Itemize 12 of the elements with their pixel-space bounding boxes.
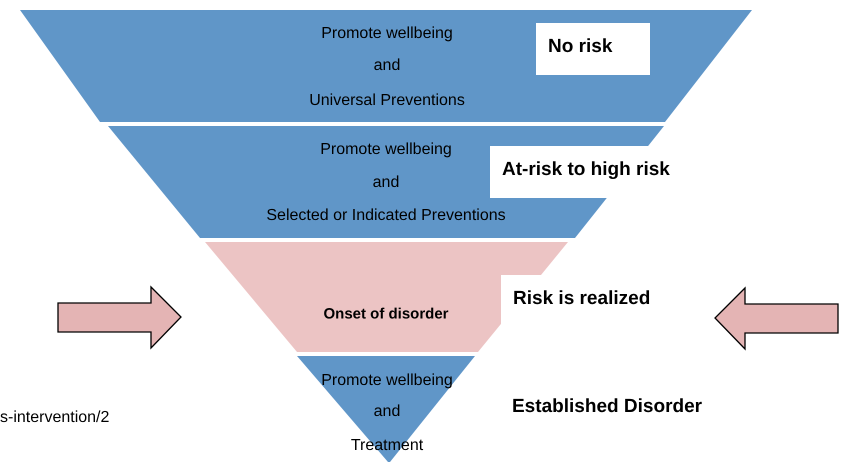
band-text: and	[374, 403, 400, 421]
band-text: Universal Preventions	[309, 92, 465, 110]
band-text: Promote wellbeing	[320, 141, 452, 159]
source-text: s-intervention/2	[0, 409, 110, 427]
stage-label: Established Disorder	[512, 396, 702, 418]
band-text: and	[372, 174, 400, 192]
band-text: and	[374, 57, 400, 75]
risk-level-label: No risk	[536, 23, 650, 75]
band-text: Promote wellbeing	[321, 25, 453, 43]
band-text: Promote wellbeing	[321, 372, 453, 390]
band-text: Onset of disorder	[323, 306, 449, 322]
band-text: Selected or Indicated Preventions	[266, 207, 506, 225]
